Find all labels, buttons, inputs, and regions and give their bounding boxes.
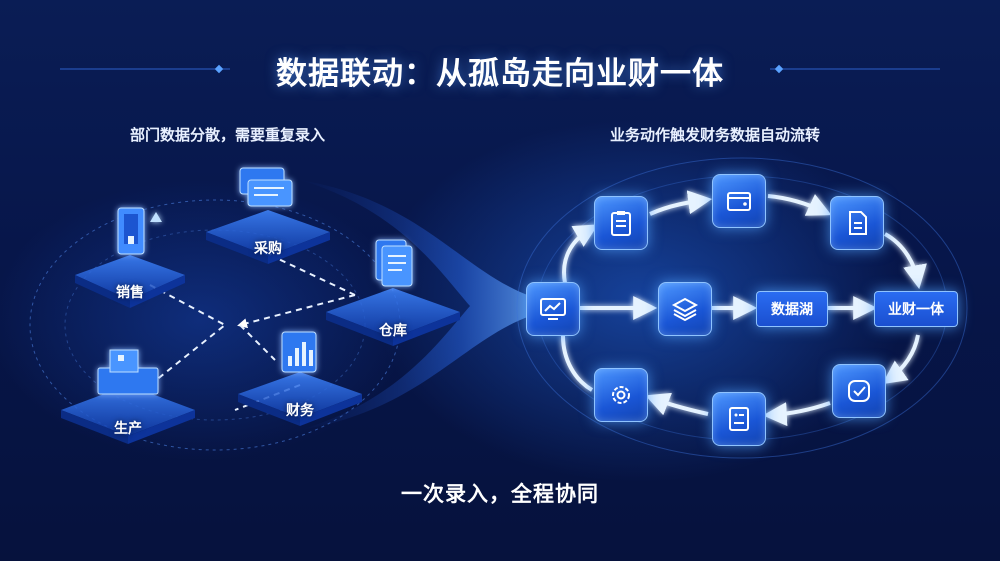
department-label-warehouse: 仓库 xyxy=(379,323,407,339)
documents-icon xyxy=(375,239,413,287)
layers-icon xyxy=(658,282,712,336)
mobile-lock-icon xyxy=(117,207,162,255)
flow-arrows xyxy=(561,190,927,427)
department-platforms xyxy=(61,210,460,444)
form-icon xyxy=(712,392,766,446)
cards-icon xyxy=(239,167,293,207)
left-subtitle: 部门数据分散，需要重复录入 xyxy=(130,126,326,144)
monitor-chart-icon xyxy=(526,282,580,336)
integration-box: 业财一体 xyxy=(874,291,958,327)
wallet-icon xyxy=(712,174,766,228)
department-label-finance: 财务 xyxy=(286,403,314,419)
clipboard-icon xyxy=(594,196,648,250)
document-icon xyxy=(830,196,884,250)
data-lake-box: 数据湖 xyxy=(756,291,828,327)
department-label-purchasing: 采购 xyxy=(254,241,282,257)
footer-slogan: 一次录入，全程协同 xyxy=(401,482,599,506)
department-label-sales: 销售 xyxy=(116,285,144,301)
data-lake-label: 数据湖 xyxy=(771,302,813,318)
factory-icon xyxy=(97,349,159,395)
check-badge-icon xyxy=(832,364,886,418)
right-subtitle: 业务动作触发财务数据自动流转 xyxy=(610,126,821,144)
integration-label: 业财一体 xyxy=(888,302,944,318)
department-label-production: 生产 xyxy=(114,421,142,437)
convergence-beam xyxy=(300,180,530,430)
gear-icon xyxy=(594,368,648,422)
page-title: 数据联动：从孤岛走向业财一体 xyxy=(276,56,724,92)
bar-chart-icon xyxy=(281,331,317,373)
